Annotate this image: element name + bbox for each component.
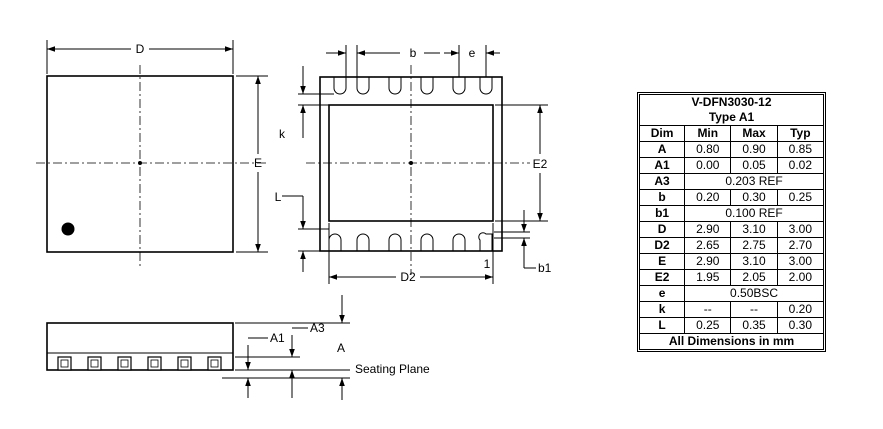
cell-max: -- [730,301,778,318]
cell-min: 1.95 [684,269,732,286]
bottom-view: b e k L E2 D2 1 [275,45,552,284]
header-min: Min [684,125,732,142]
cell-dim: b1 [638,205,686,222]
header-max: Max [730,125,778,142]
cell-typ: 3.00 [776,253,825,270]
pin1-label: 1 [484,257,491,271]
side-view: A1 A3 A Seating Plane [46,295,430,400]
seating-plane-label: Seating Plane [355,362,430,376]
cell-merged-value: 0.50BSC [684,285,824,302]
cell-dim: k [638,301,686,318]
top-view: D E [36,40,268,268]
cell-max: 0.35 [730,317,778,334]
cell-typ: 3.00 [776,221,825,238]
cell-dim: A1 [638,157,686,174]
side-view-body [46,322,234,371]
bottom-pads [328,232,493,251]
table-footer-row: All Dimensions in mm [639,333,824,350]
cell-dim: D2 [638,237,686,254]
cell-typ: 2.70 [776,237,825,254]
dim-label-D2: D2 [400,270,416,284]
cell-typ: 2.00 [776,269,825,286]
cell-min: 0.00 [684,157,732,174]
cell-dim: L [638,317,686,334]
dim-label-b1: b1 [538,261,552,275]
table-header-row: Dim Min Max Typ [638,125,825,142]
dim-label-b: b [410,46,417,60]
table-row: k----0.20 [638,301,825,318]
table-title-type: Type A1 [708,110,755,124]
cell-min: -- [684,301,732,318]
cell-typ: 0.25 [776,189,825,206]
table-title-package: V-DFN3030-12 [691,95,772,109]
cell-max: 3.10 [730,253,778,270]
dim-label-D: D [136,42,145,56]
table-title: V-DFN3030-12 Type A1 [639,94,824,126]
dim-label-L: L [275,190,282,204]
pin1-dot-marker [61,222,75,236]
dim-label-E2: E2 [533,157,548,171]
cell-max: 0.90 [730,141,778,158]
cell-merged-value: 0.100 REF [684,205,824,222]
cell-min: 2.65 [684,237,732,254]
cell-dim: E [638,253,686,270]
dim-label-e: e [469,46,476,60]
cell-dim: e [638,285,686,302]
cell-max: 0.05 [730,157,778,174]
dim-label-A: A [337,341,345,355]
side-leads [57,356,222,371]
header-dim: Dim [638,125,686,142]
cell-typ: 0.85 [776,141,825,158]
cell-typ: 0.30 [776,317,825,334]
cell-dim: b [638,189,686,206]
cell-dim: A3 [638,173,686,190]
cell-merged-value: 0.203 REF [684,173,824,190]
dim-label-k: k [279,127,286,141]
table-footer: All Dimensions in mm [639,333,824,350]
cell-min: 2.90 [684,221,732,238]
dim-label-A3: A3 [310,321,325,335]
cell-max: 3.10 [730,221,778,238]
cell-min: 0.80 [684,141,732,158]
cell-dim: A [638,141,686,158]
dim-label-A1: A1 [270,331,285,345]
cell-typ: 0.20 [776,301,825,318]
cell-dim: D [638,221,686,238]
dim-label-E: E [254,156,262,170]
cell-min: 0.25 [684,317,732,334]
cell-max: 2.75 [730,237,778,254]
cell-min: 2.90 [684,253,732,270]
cell-dim: E2 [638,269,686,286]
cell-typ: 0.02 [776,157,825,174]
cell-max: 0.30 [730,189,778,206]
top-pads [333,77,493,95]
header-typ: Typ [776,125,825,142]
cell-max: 2.05 [730,269,778,286]
cell-min: 0.20 [684,189,732,206]
